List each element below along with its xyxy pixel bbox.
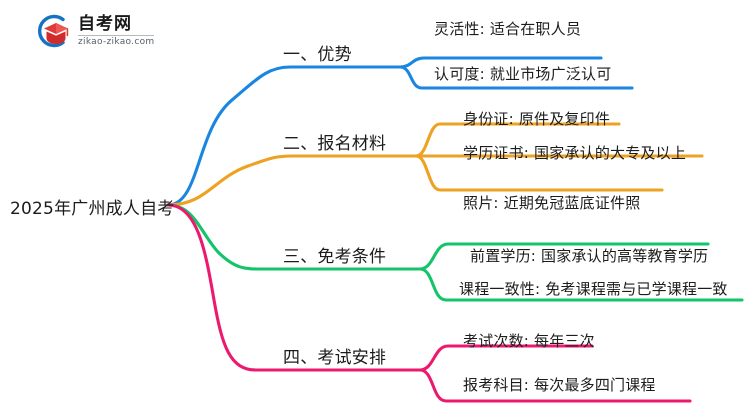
zikao-graduation-cap-logo-icon bbox=[30, 12, 72, 50]
leaf-materials-diploma[interactable]: 学历证书: 国家承认的大专及以上 bbox=[463, 144, 687, 162]
site-logo: 自考网 zikao-zikao.com bbox=[30, 12, 155, 50]
leaf-materials-photo[interactable]: 照片: 近期免冠蓝底证件照 bbox=[463, 194, 641, 212]
leaf-materials-id-card[interactable]: 身份证: 原件及复印件 bbox=[463, 110, 611, 128]
branch-connector-orange bbox=[166, 122, 704, 207]
site-logo-title: 自考网 bbox=[78, 15, 155, 36]
leaf-exemption-prior-education[interactable]: 前置学历: 国家承认的高等教育学历 bbox=[470, 247, 709, 265]
leaf-advantages-recognition[interactable]: 认可度: 就业市场广泛认可 bbox=[434, 65, 612, 83]
branch-label-application-materials[interactable]: 二、报名材料 bbox=[283, 134, 387, 154]
leaf-advantages-flexibility[interactable]: 灵活性: 适合在职人员 bbox=[434, 20, 582, 38]
site-logo-text: 自考网 zikao-zikao.com bbox=[78, 15, 155, 47]
branch-connector-blue bbox=[166, 56, 634, 207]
site-logo-domain: zikao-zikao.com bbox=[78, 36, 155, 47]
branch-label-advantages[interactable]: 一、优势 bbox=[283, 45, 352, 65]
leaf-schedule-subject-limit[interactable]: 报考科目: 每次最多四门课程 bbox=[463, 376, 656, 394]
leaf-schedule-exam-times[interactable]: 考试次数: 每年三次 bbox=[463, 332, 595, 350]
branch-label-exemption-conditions[interactable]: 三、免考条件 bbox=[283, 247, 387, 267]
leaf-exemption-course-match[interactable]: 课程一致性: 免考课程需与已学课程一致 bbox=[459, 280, 728, 298]
branch-label-exam-schedule[interactable]: 四、考试安排 bbox=[283, 348, 387, 368]
mindmap-root-node[interactable]: 2025年广州成人自考 bbox=[10, 199, 175, 219]
branch-connector-pink bbox=[166, 203, 692, 403]
